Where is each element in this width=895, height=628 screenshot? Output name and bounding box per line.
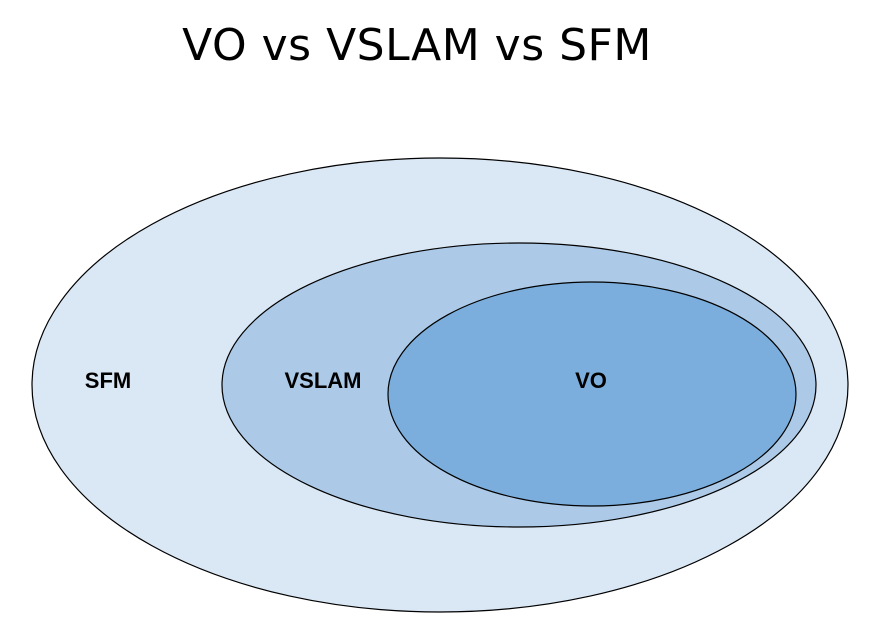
slide-title: VO vs VSLAM vs SFM <box>182 20 652 71</box>
vo-label: VO <box>575 368 607 393</box>
vslam-label: VSLAM <box>285 368 362 393</box>
sfm-label: SFM <box>85 368 131 393</box>
vo-ellipse <box>387 281 797 507</box>
